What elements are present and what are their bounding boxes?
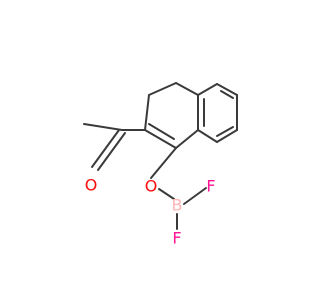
bond [91,129,120,168]
bond [216,126,234,137]
bond [158,188,175,200]
bond [144,129,177,149]
bond [175,129,199,149]
bond [216,129,238,143]
bond [183,187,207,205]
dihydro-ring [144,82,199,149]
bond [220,90,234,99]
bond [150,147,177,179]
molecule-structure-diagram: O O B F F [83,82,238,248]
fluorine-label: F [206,177,215,196]
bond [216,83,238,96]
difluoroboryloxy-group [150,147,207,230]
acetyl-group [83,123,146,171]
bond [197,129,218,143]
bond [148,82,177,96]
benzene-ring [197,83,238,143]
bond [148,123,175,140]
bond [97,132,126,171]
bond [197,83,218,96]
ether-oxygen-label: O [145,177,158,196]
carbonyl-oxygen-label: O [85,176,98,195]
bond [144,94,150,131]
bond [175,82,199,96]
boron-label: B [172,196,183,215]
fluorine-label: F [172,229,181,248]
bond [83,123,123,131]
